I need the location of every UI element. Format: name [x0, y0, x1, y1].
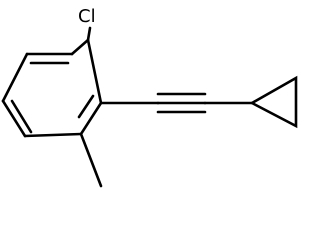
chemical-structure-diagram: Cl — [1, 6, 298, 188]
cyclopropyl-ring — [249, 75, 298, 129]
ring-inner-bond-right — [77, 94, 95, 119]
ring-inner-bond-left — [10, 99, 33, 134]
ring-bond-c1-top — [70, 38, 90, 56]
ring-bond-c4-c5 — [1, 99, 27, 138]
bond-c-cl — [86, 26, 92, 42]
ring-bond-c2-c3 — [79, 101, 103, 136]
bond-methyl — [79, 132, 103, 188]
ring-bond-c5-c6 — [1, 52, 29, 103]
ring-bond-c3-c4 — [23, 132, 83, 138]
chlorine-label: Cl — [78, 6, 96, 27]
ring-bond-c1-c2 — [86, 38, 103, 105]
